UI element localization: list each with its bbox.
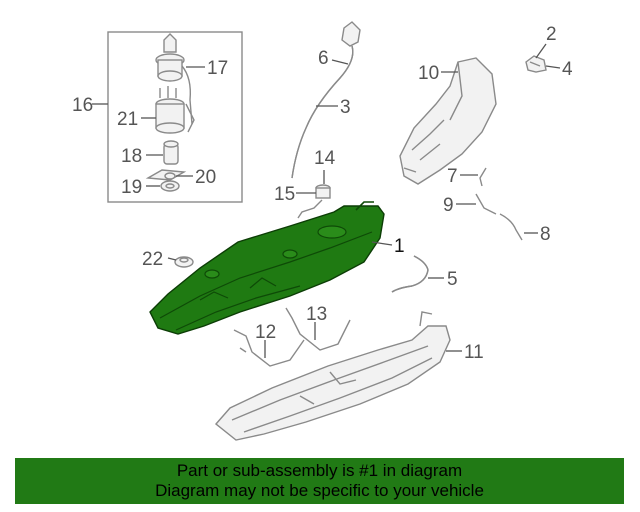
callout-19: 19 (121, 177, 142, 198)
callout-15: 15 (274, 184, 295, 205)
callout-13: 13 (306, 304, 327, 325)
callout-12: 12 (255, 322, 276, 343)
tank-straps-drawing (233, 307, 351, 367)
footer-line-2: Diagram may not be specific to your vehi… (155, 481, 484, 500)
grommet-drawing (174, 256, 194, 268)
skid-plate-drawing (214, 311, 451, 441)
clip-clamp-drawing (525, 55, 547, 73)
callout-3: 3 (340, 97, 351, 118)
filler-neck-drawing (291, 21, 361, 179)
callout-10: 10 (418, 63, 439, 84)
callout-2: 2 (546, 24, 557, 45)
leader-lines (92, 43, 561, 358)
footer-banner: Part or sub-assembly is #1 in diagram Di… (15, 458, 624, 504)
callout-9: 9 (443, 195, 454, 216)
footer-line-1: Part or sub-assembly is #1 in diagram (176, 461, 463, 480)
pump-cap-drawing (155, 33, 193, 125)
filter-drawing (163, 140, 179, 165)
vent-valve-drawing (297, 184, 331, 219)
heat-shield-drawing (399, 57, 497, 185)
callout-labels: 17 16 21 18 20 19 6 3 2 4 10 7 9 8 14 15… (72, 24, 573, 363)
callout-14: 14 (314, 148, 336, 169)
callout-22: 22 (142, 249, 163, 270)
callout-1: 1 (394, 236, 405, 257)
callout-18: 18 (121, 146, 142, 167)
fuel-pump-inset (107, 31, 243, 203)
callout-11: 11 (464, 342, 484, 363)
callout-16: 16 (72, 95, 93, 116)
callout-8: 8 (540, 224, 551, 245)
callout-4: 4 (562, 59, 573, 80)
callout-5: 5 (447, 269, 458, 290)
callout-6: 6 (318, 48, 329, 69)
fuel-tank-highlighted (149, 201, 385, 335)
callout-20: 20 (195, 167, 216, 188)
callout-17: 17 (207, 58, 228, 79)
bracket-seal-drawing (145, 169, 187, 192)
hose-5-drawing (391, 255, 429, 293)
pump-body-drawing (155, 86, 195, 134)
callout-21: 21 (117, 109, 138, 130)
callout-7: 7 (447, 166, 458, 187)
vent-hoses-drawing (475, 167, 523, 241)
parts-diagram: 17 16 21 18 20 19 6 3 2 4 10 7 9 8 14 15… (72, 21, 573, 441)
